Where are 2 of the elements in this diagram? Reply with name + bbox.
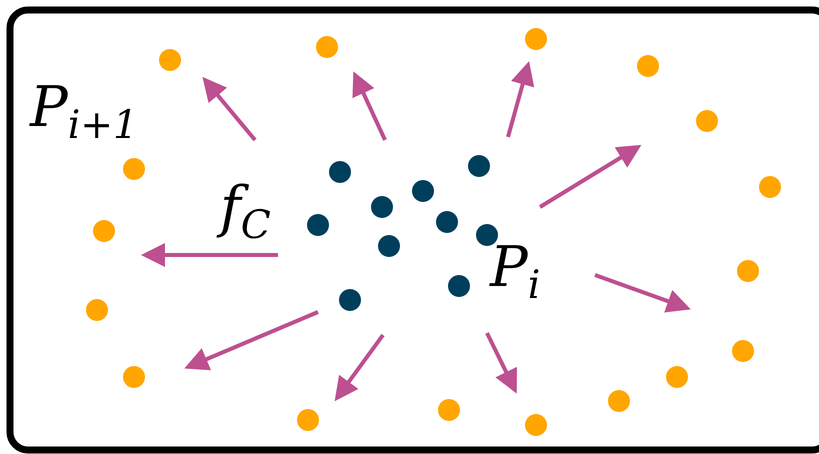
point-set-label: P$_{i}$ — [490, 240, 540, 306]
point-set-label: P$_{i+1}$ — [30, 80, 138, 146]
